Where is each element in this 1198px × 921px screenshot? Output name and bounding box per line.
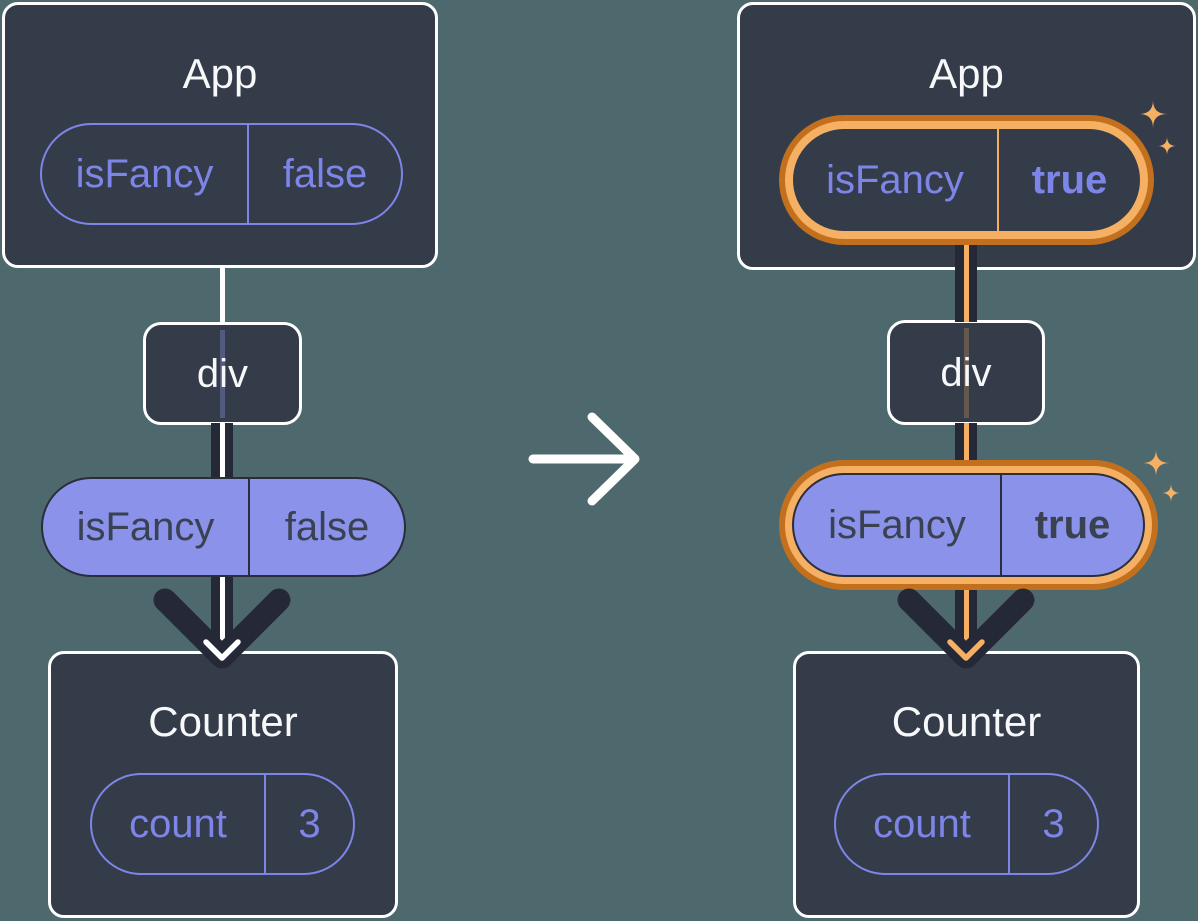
pill-divider [1000,475,1002,575]
before-line-through-div [219,330,225,418]
pill-divider [997,129,999,231]
prop-key: isFancy [76,504,215,549]
after-div-to-pill-edge [963,423,969,475]
pill-divider [247,125,249,223]
before-app-state-pill: isFancy false [40,123,403,225]
before-div-to-pill-edge [219,423,225,479]
after-line-through-div [963,328,969,418]
state-key: isFancy [826,157,964,202]
state-key: count [873,801,971,846]
state-value: true [1031,157,1108,202]
state-value: 3 [1042,801,1065,846]
after-counter-title: Counter [891,698,1042,745]
after-pill-to-counter-edge [963,586,969,653]
pill-divider [264,775,266,873]
before-div-label: div [196,352,249,396]
state-value: 3 [298,801,321,846]
before-app-to-div-edge [219,266,225,324]
state-value: false [282,151,368,196]
pill-divider [1008,775,1010,873]
after-app-state-pill: isFancy true [793,129,1140,231]
after-prop-pill: isFancy true [792,473,1145,577]
state-key: isFancy [75,151,214,196]
before-prop-pill: isFancy false [41,477,406,577]
before-counter-state-pill: count 3 [90,773,355,875]
transition-arrow-icon [528,412,640,506]
state-key: count [129,801,227,846]
after-counter-state-pill: count 3 [834,773,1099,875]
before-counter-title: Counter [148,698,298,745]
after-app-title: App [929,50,1004,97]
prop-value: false [284,504,370,549]
prop-key: isFancy [828,502,966,547]
after-div-label: div [940,351,992,395]
pill-divider [248,479,250,575]
sparkle-icon [1142,449,1181,503]
before-app-title: App [182,50,258,97]
after-app-to-div-edge [963,238,969,322]
before-pill-to-counter-edge [219,575,225,653]
before-div-box [143,322,302,425]
prop-value: true [1034,502,1111,547]
